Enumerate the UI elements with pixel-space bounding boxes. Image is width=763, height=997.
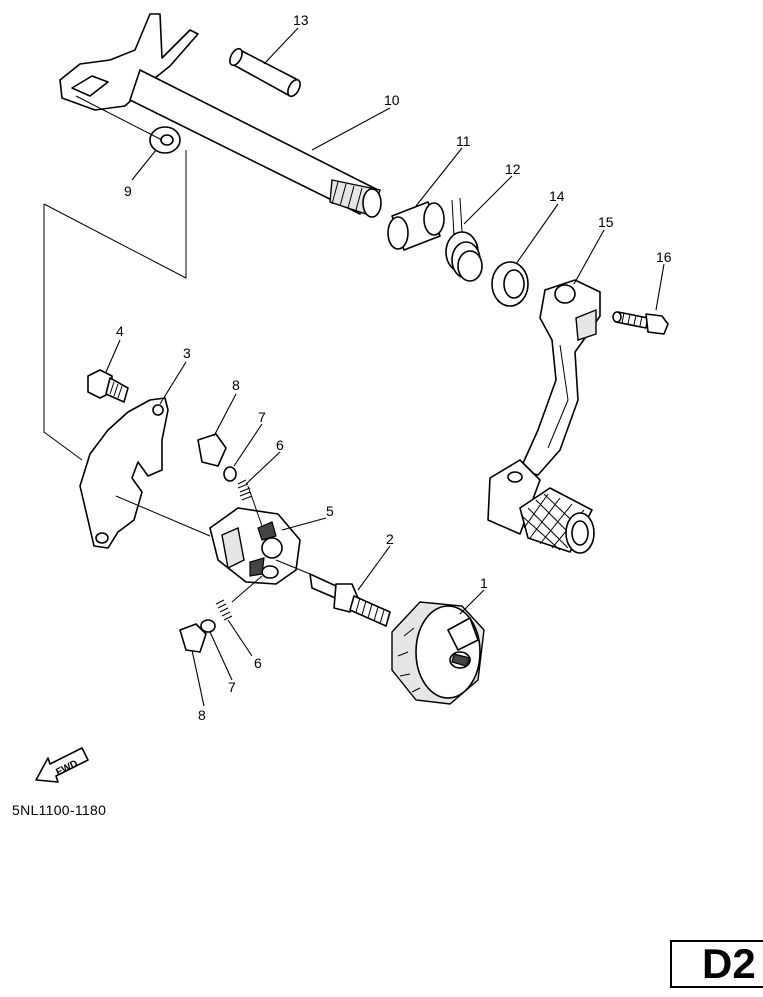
shift-pedal <box>487 279 601 554</box>
callout-15: 15 <box>598 214 614 230</box>
callout-7b: 7 <box>228 679 236 695</box>
torsion-spring <box>445 197 483 282</box>
lower-pawl-spring <box>215 599 233 621</box>
collar <box>387 201 445 251</box>
callout-2: 2 <box>386 531 394 547</box>
callout-7a: 7 <box>258 409 266 425</box>
shift-cam <box>391 601 485 705</box>
shift-shaft <box>59 13 382 218</box>
upper-pawl-pin <box>223 466 237 482</box>
segment-bolt <box>309 573 391 627</box>
lower-pawl <box>179 623 207 653</box>
callout-10: 10 <box>384 92 400 108</box>
page-tag-label: D2 <box>702 940 756 987</box>
pedal-bolt <box>612 311 669 335</box>
page-tag: D2 <box>670 940 763 988</box>
callout-11: 11 <box>456 133 471 149</box>
callout-6b: 6 <box>254 655 262 671</box>
callout-1: 1 <box>480 575 488 591</box>
callout-3: 3 <box>183 345 191 361</box>
callout-labels: 13 10 11 12 14 15 16 9 4 3 8 7 6 5 2 1 6… <box>116 12 672 723</box>
assembly-lines <box>43 95 311 603</box>
shift-segment <box>209 507 301 585</box>
oil-seal <box>491 261 529 307</box>
document-code: 5NL1100-1180 <box>12 802 107 818</box>
callout-14: 14 <box>549 188 565 204</box>
fwd-arrow-icon: FWD <box>35 747 89 783</box>
pin <box>229 47 301 98</box>
upper-pawl-spring <box>237 479 253 501</box>
upper-pawl <box>197 433 227 467</box>
callout-6a: 6 <box>276 437 284 453</box>
washer <box>149 126 181 154</box>
lower-pawl-pin <box>200 619 216 633</box>
callout-8b: 8 <box>198 707 206 723</box>
leader-lines <box>105 27 665 707</box>
callout-4: 4 <box>116 323 124 339</box>
callout-13: 13 <box>293 12 309 28</box>
callout-16: 16 <box>656 249 672 265</box>
callout-5: 5 <box>326 503 334 519</box>
callout-9: 9 <box>124 183 132 199</box>
callout-12: 12 <box>505 161 521 177</box>
callout-8a: 8 <box>232 377 240 393</box>
stopper-bolt <box>87 369 129 403</box>
stopper-plate <box>79 397 169 549</box>
